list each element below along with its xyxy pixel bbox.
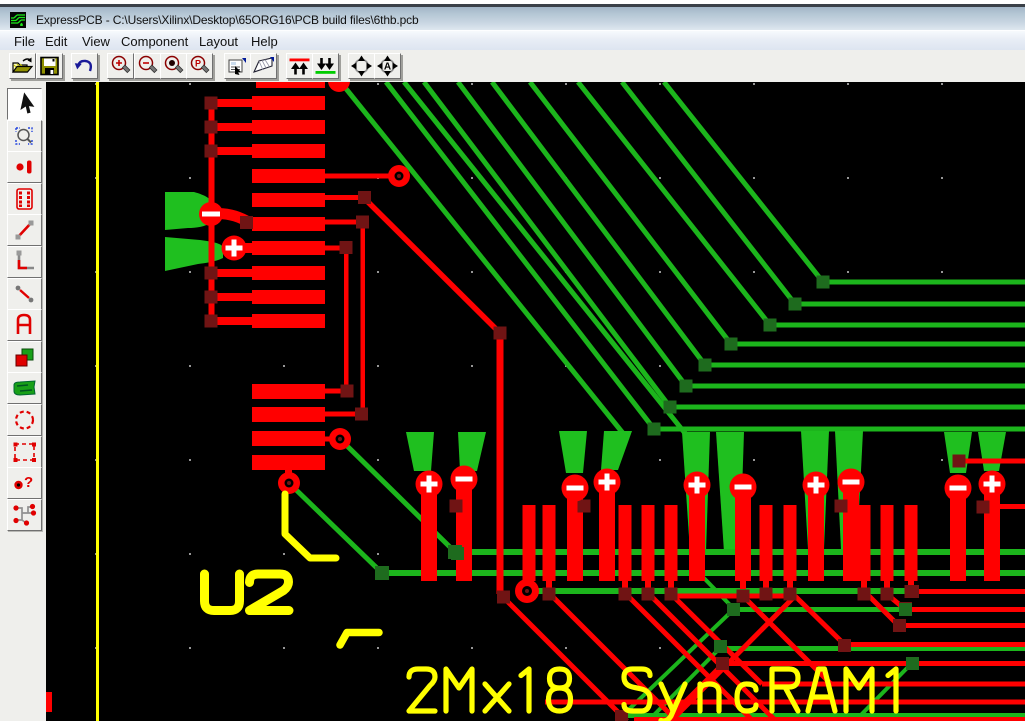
svg-text:?: ? (24, 474, 33, 491)
svg-text:A: A (384, 62, 391, 73)
svg-text:P: P (195, 59, 201, 69)
